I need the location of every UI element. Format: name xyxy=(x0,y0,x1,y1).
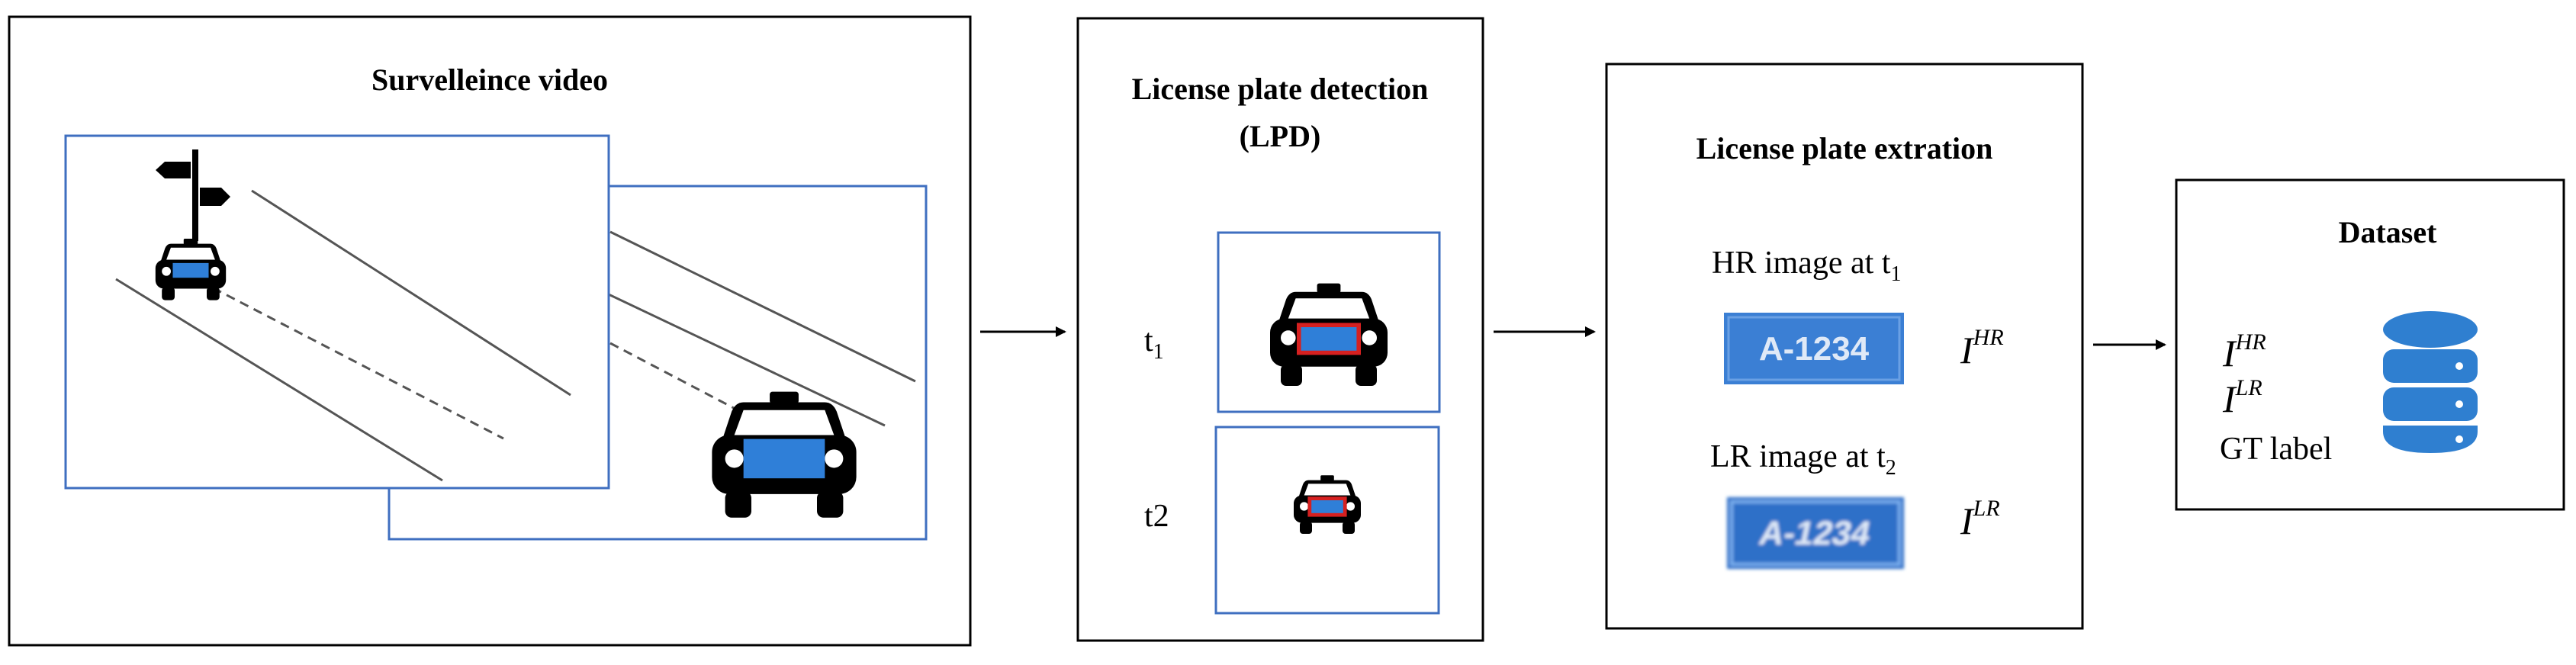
stage-surveillance-video: Survelleince video xyxy=(8,15,972,647)
lr-symbol: ILR xyxy=(1960,496,2000,542)
taxi-icon xyxy=(1294,475,1361,534)
lr-caption: LR image at t2 xyxy=(1710,439,1896,480)
hr-plate-text: A-1234 xyxy=(1759,330,1870,368)
stage-license-plate-extraction: License plate extration HR image at t1 A… xyxy=(1605,63,2084,630)
dataset-item-hr: IHR xyxy=(2222,329,2266,374)
frame-t2-label: t2 xyxy=(1144,499,1169,534)
video-title: Survelleince video xyxy=(371,63,608,97)
stage-dataset: Dataset IHR ILR GT label xyxy=(2175,178,2565,511)
hr-symbol: IHR xyxy=(1960,325,2004,371)
video-frame-front xyxy=(64,134,610,490)
frame-t1-label: t1 xyxy=(1144,323,1164,364)
dataset-panel xyxy=(2175,178,2565,511)
license-plate-icon: A-1234 xyxy=(1727,497,1904,569)
taxi-icon xyxy=(712,391,857,518)
extraction-title: License plate extration xyxy=(1696,131,1993,165)
lr-plate-text: A-1234 xyxy=(1756,515,1874,551)
detection-title-line1: License plate detection xyxy=(1132,72,1429,106)
video-panel xyxy=(8,15,972,647)
dataset-item-gt-label: GT label xyxy=(2220,432,2332,467)
taxi-icon xyxy=(1270,283,1388,386)
dataset-item-lr: ILR xyxy=(2222,375,2262,420)
dataset-title: Dataset xyxy=(2339,215,2438,249)
detection-frame-t2 xyxy=(1214,426,1440,615)
detection-title-line2: (LPD) xyxy=(1240,119,1321,153)
road-sign-icon xyxy=(156,149,230,241)
license-plate-icon: A-1234 xyxy=(1724,313,1904,384)
hr-caption: HR image at t1 xyxy=(1712,246,1901,286)
extraction-panel xyxy=(1605,63,2084,630)
database-icon xyxy=(2383,311,2478,453)
stage-license-plate-detection: License plate detection (LPD) t1 t2 xyxy=(1076,17,1484,642)
detection-panel xyxy=(1076,17,1484,642)
taxi-icon xyxy=(155,238,227,300)
